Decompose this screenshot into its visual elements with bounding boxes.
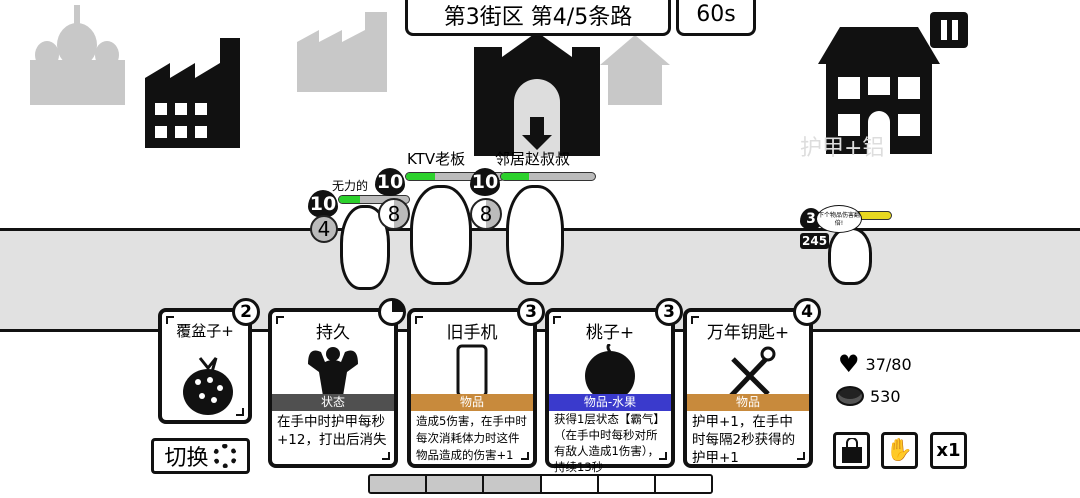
pause-icon-bar bbox=[951, 20, 958, 40]
hand-icon: ✋ bbox=[885, 438, 914, 463]
progress-segment bbox=[484, 476, 542, 492]
player-hp: 3 bbox=[806, 211, 816, 227]
card-tag: 物品 bbox=[411, 394, 533, 411]
card-tag: 物品 bbox=[687, 394, 809, 411]
player-armor: 245 bbox=[800, 233, 830, 249]
enemy-armor: 8 bbox=[378, 198, 410, 230]
cathedral-icon bbox=[30, 5, 125, 105]
location-title: 第3街区 第4/5条路 bbox=[405, 0, 671, 36]
card-raspberry[interactable]: 覆盆子+ 2 bbox=[158, 298, 260, 424]
player: 3 245 下个物品伤害翻倍! bbox=[798, 205, 898, 295]
cooldown-timer-icon bbox=[378, 298, 406, 326]
factory-icon bbox=[145, 38, 240, 148]
enemy-hp-heart: 10 bbox=[470, 168, 500, 196]
card-desc: 造成5伤害，在手中时每次消耗体力时这件物品造成的伤害+1 bbox=[416, 414, 527, 462]
coins-value: 530 bbox=[870, 386, 901, 406]
factory-faded-icon bbox=[297, 12, 387, 92]
enemy-hp-bar bbox=[338, 195, 410, 204]
card-count: 2 bbox=[232, 298, 260, 326]
progress-segment bbox=[427, 476, 485, 492]
card-old-phone[interactable]: 旧手机 物品 造成5伤害，在手中时每次消耗体力时这件物品造成的伤害+1 3 bbox=[407, 298, 545, 468]
enemy-hp: 10 bbox=[376, 171, 404, 193]
enemy-sprite bbox=[410, 185, 472, 285]
card-title: 持久 bbox=[316, 323, 350, 343]
enemy-hp-heart: 10 bbox=[308, 190, 338, 218]
enemy-name: 邻居赵叔叔 bbox=[495, 150, 571, 168]
enemy-hp: 10 bbox=[309, 193, 337, 215]
card-desc: 在手中时护甲每秒+12，打出后消失 bbox=[277, 414, 387, 448]
card-count: 3 bbox=[655, 298, 683, 326]
house-faded-icon bbox=[600, 35, 670, 105]
speed-button[interactable]: x1 bbox=[930, 432, 967, 469]
card-desc: 获得1层状态【霸气】（在手中时每秒对所有敌人造成1伤害），持续13秒 bbox=[554, 412, 665, 474]
coins-stat: 530 bbox=[836, 386, 901, 406]
card-title: 万年钥匙+ bbox=[706, 323, 790, 343]
switch-label: 切换 bbox=[164, 446, 209, 471]
pause-icon bbox=[940, 20, 947, 40]
card-tag: 状态 bbox=[272, 394, 394, 411]
lifebuoy-icon bbox=[212, 444, 237, 468]
hand-button[interactable]: ✋ bbox=[881, 432, 918, 469]
speech-bubble: 下个物品伤害翻倍! bbox=[816, 205, 862, 233]
card-desc: 护甲+1，在手中时每隔2秒获得的护甲+1 bbox=[692, 414, 796, 466]
switch-button[interactable]: 切换 bbox=[151, 438, 250, 474]
card-title: 桃子+ bbox=[585, 323, 635, 343]
card-count: 4 bbox=[793, 298, 821, 326]
coins-icon bbox=[836, 386, 864, 406]
enemy-3[interactable]: 邻居赵叔叔 10 8 bbox=[468, 148, 598, 298]
card-endurance[interactable]: 持久 状态 在手中时护甲每秒+12，打出后消失 bbox=[268, 298, 406, 468]
enemy-sprite bbox=[506, 185, 564, 285]
health-stat: ♥37/80 bbox=[838, 350, 912, 378]
raspberry-icon bbox=[183, 357, 233, 415]
card-tag: 物品-水果 bbox=[549, 394, 671, 411]
timer: 60s bbox=[676, 0, 756, 36]
enemy-name: KTV老板 bbox=[407, 150, 466, 168]
player-sprite bbox=[828, 227, 872, 285]
progress-segment bbox=[370, 476, 428, 492]
enemy-2[interactable]: KTV老板 10 8 bbox=[370, 148, 505, 298]
building-label: 护甲+铝 bbox=[800, 136, 885, 161]
card-master-key[interactable]: 万年钥匙+ 物品 护甲+1，在手中时每隔2秒获得的护甲+1 4 bbox=[683, 298, 821, 468]
mansion-icon bbox=[818, 27, 940, 154]
card-title: 覆盆子+ bbox=[176, 322, 234, 340]
enemy-hp: 10 bbox=[471, 171, 499, 193]
card-peach[interactable]: 桃子+ 物品-水果 获得1层状态【霸气】（在手中时每秒对所有敌人造成1伤害），持… bbox=[545, 298, 683, 474]
enemy-name: 无力的 bbox=[332, 179, 369, 193]
card-title: 旧手机 bbox=[446, 323, 498, 343]
progress-segment bbox=[655, 476, 711, 492]
enemy-hp-bar bbox=[500, 172, 596, 181]
health-value: 37/80 bbox=[865, 354, 912, 374]
progress-segment bbox=[541, 476, 599, 492]
card-count: 3 bbox=[517, 298, 545, 326]
key-icon bbox=[726, 346, 776, 401]
bag-icon bbox=[841, 437, 862, 463]
progress-segment bbox=[598, 476, 656, 492]
phone-icon bbox=[456, 344, 488, 396]
enemy-armor: 8 bbox=[470, 198, 502, 230]
heart-icon: ♥ bbox=[838, 350, 860, 378]
castle-gate-icon bbox=[474, 32, 600, 156]
road-progress bbox=[368, 474, 713, 494]
pause-button[interactable] bbox=[930, 12, 968, 48]
bag-button[interactable] bbox=[833, 432, 870, 469]
enemy-hp-heart: 10 bbox=[375, 168, 405, 196]
enemy-armor: 4 bbox=[310, 215, 338, 243]
muscle-icon bbox=[308, 347, 358, 396]
speed-label: x1 bbox=[936, 440, 961, 461]
peach-icon bbox=[585, 344, 635, 396]
